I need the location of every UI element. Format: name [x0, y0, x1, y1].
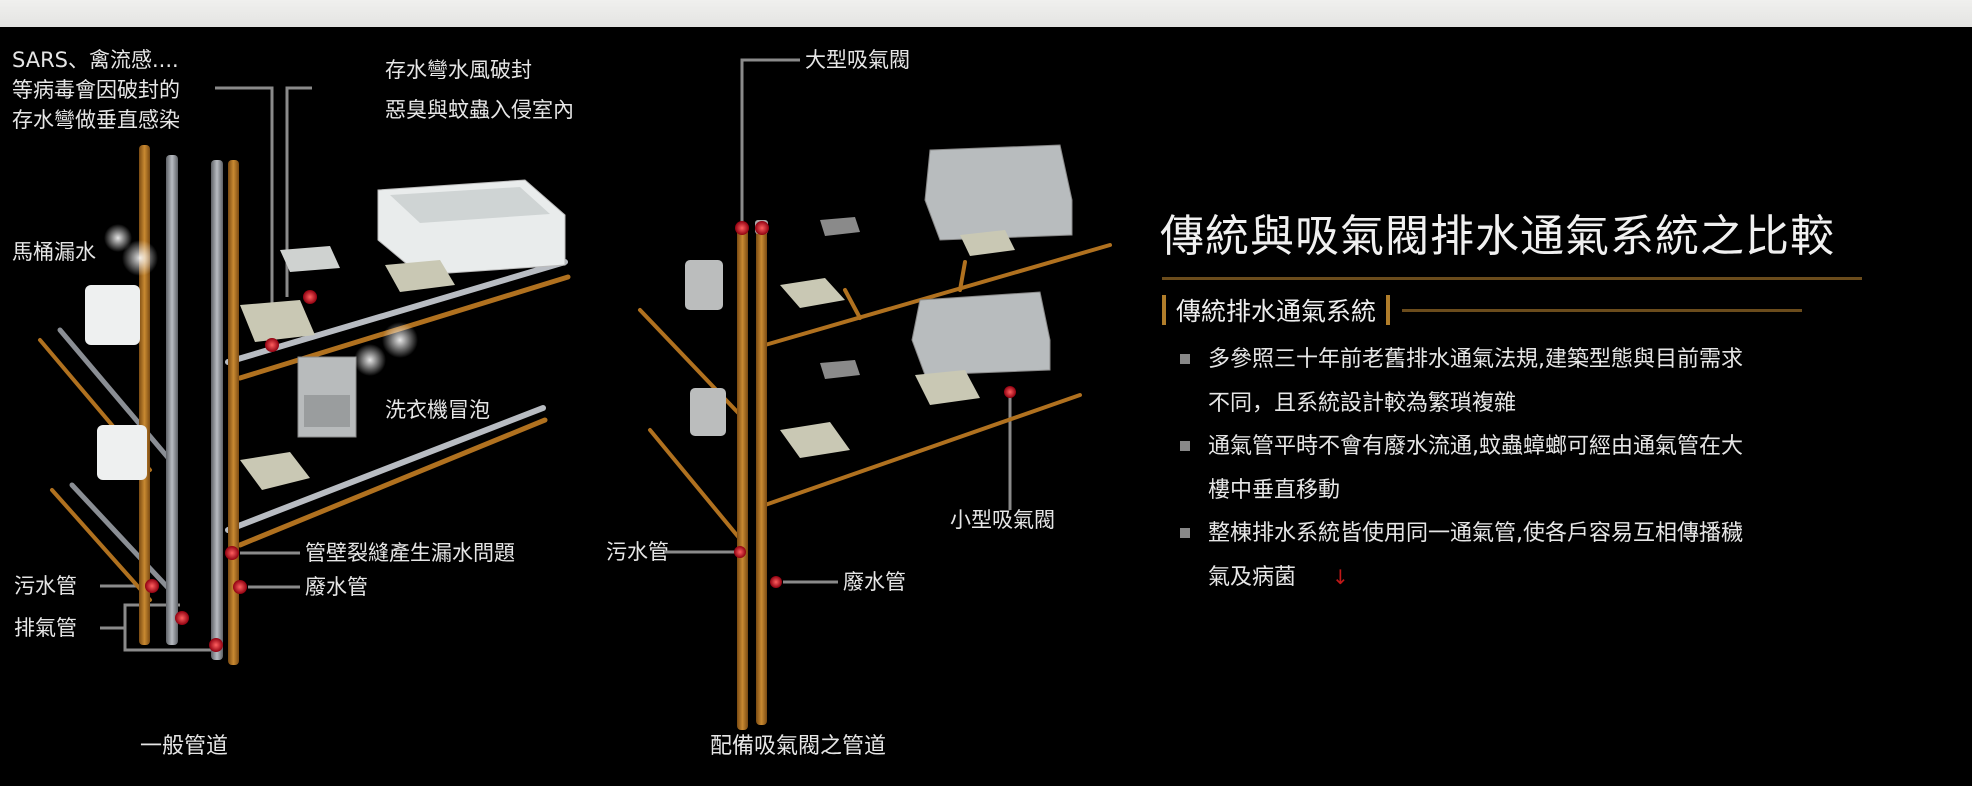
trap-line-1: 存水彎水風破封 — [385, 58, 532, 82]
small-valve-label: 小型吸氣閥 — [950, 508, 1055, 532]
title-divider — [1162, 277, 1862, 280]
virus-annotation: SARS、禽流感.... 等病毒會因破封的 存水彎做垂直感染 — [12, 45, 180, 135]
bullet-square-icon — [1180, 528, 1190, 538]
pipe-diagrams — [38, 58, 1112, 730]
trap-line-2: 惡臭與蚊蟲入侵室內 — [385, 98, 574, 122]
bullet-text: 樓中垂直移動 — [1208, 477, 1341, 503]
bullet-square-icon — [1180, 441, 1190, 451]
bullet-text: 不同，且系統設計較為繁瑣複雜 — [1208, 390, 1517, 416]
panel-title: 傳統與吸氣閥排水通氣系統之比較 — [1160, 211, 1835, 262]
down-arrow-icon: ↓ — [1332, 564, 1349, 589]
left-caption: 一般管道 — [140, 734, 229, 759]
waste-pipe-label: 廢水管 — [305, 575, 368, 599]
bullet-square-icon — [1180, 354, 1190, 364]
virus-line-2: 等病毒會因破封的 — [12, 78, 180, 102]
bullet-text: 氣及病菌 — [1208, 564, 1297, 590]
toilet-leak-label: 馬桶漏水 — [12, 240, 96, 264]
heading-bar-left — [1162, 295, 1166, 325]
virus-line-3: 存水彎做垂直感染 — [12, 108, 180, 132]
pipe-crack-label: 管壁裂縫產生漏水問題 — [305, 541, 515, 565]
section-heading: 傳統排水通氣系統 — [1162, 292, 1803, 328]
bullet-item: 整棟排水系統皆使用同一通氣管,使各戶容易互相傳播穢氣及病菌 ↓ — [1180, 512, 1880, 599]
bullet-text: 多參照三十年前老舊排水通氣法規,建築型態與目前需求 — [1208, 347, 1743, 372]
right-waste-pipe-label: 廢水管 — [843, 570, 906, 594]
bullet-text: 通氣管平時不會有廢水流通,蚊蟲蟑螂可經由通氣管在大 — [1208, 434, 1743, 459]
sewage-pipe-label: 污水管 — [14, 574, 77, 598]
virus-line-1: SARS、禽流感.... — [12, 48, 179, 72]
heading-bar-right — [1386, 295, 1391, 325]
bullet-item: 多參照三十年前老舊排水通氣法規,建築型態與目前需求不同，且系統設計較為繁瑣複雜 — [1180, 338, 1880, 425]
top-bar — [0, 0, 1972, 27]
bullet-item: 通氣管平時不會有廢水流通,蚊蟲蟑螂可經由通氣管在大樓中垂直移動 — [1180, 425, 1880, 512]
bullet-text: 整棟排水系統皆使用同一通氣管,使各戶容易互相傳播穢 — [1208, 521, 1743, 546]
large-valve-label: 大型吸氣閥 — [805, 48, 910, 72]
trap-annotation: 存水彎水風破封 惡臭與蚊蟲入侵室內 — [385, 50, 574, 130]
washer-bubble-label: 洗衣機冒泡 — [385, 398, 490, 422]
vent-pipe-label: 排氣管 — [14, 616, 77, 640]
section-heading-text: 傳統排水通氣系統 — [1176, 297, 1377, 326]
bullet-list: 多參照三十年前老舊排水通氣法規,建築型態與目前需求不同，且系統設計較為繁瑣複雜 … — [1180, 338, 1880, 599]
right-caption: 配備吸氣閥之管道 — [710, 734, 887, 759]
heading-line — [1402, 308, 1803, 312]
right-sewage-pipe-label: 污水管 — [606, 540, 669, 564]
